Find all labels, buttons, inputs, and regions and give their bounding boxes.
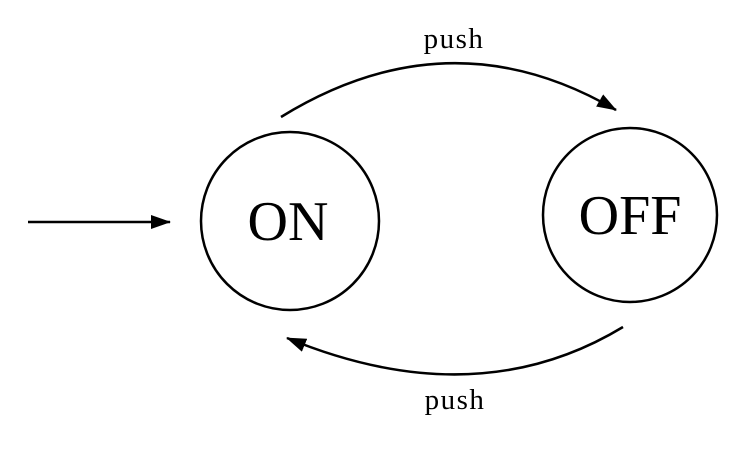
transition-off-to-on-label: push bbox=[425, 384, 486, 416]
state-off-label: OFF bbox=[579, 185, 682, 247]
transition-on-to-off-label: push bbox=[424, 23, 485, 55]
state-on-circle bbox=[199, 130, 381, 312]
transition-on-to-off-arrow bbox=[280, 62, 617, 119]
transition-off-to-on-arrow bbox=[286, 325, 624, 376]
state-on-label: ON bbox=[248, 191, 329, 253]
state-off-circle bbox=[541, 126, 719, 304]
